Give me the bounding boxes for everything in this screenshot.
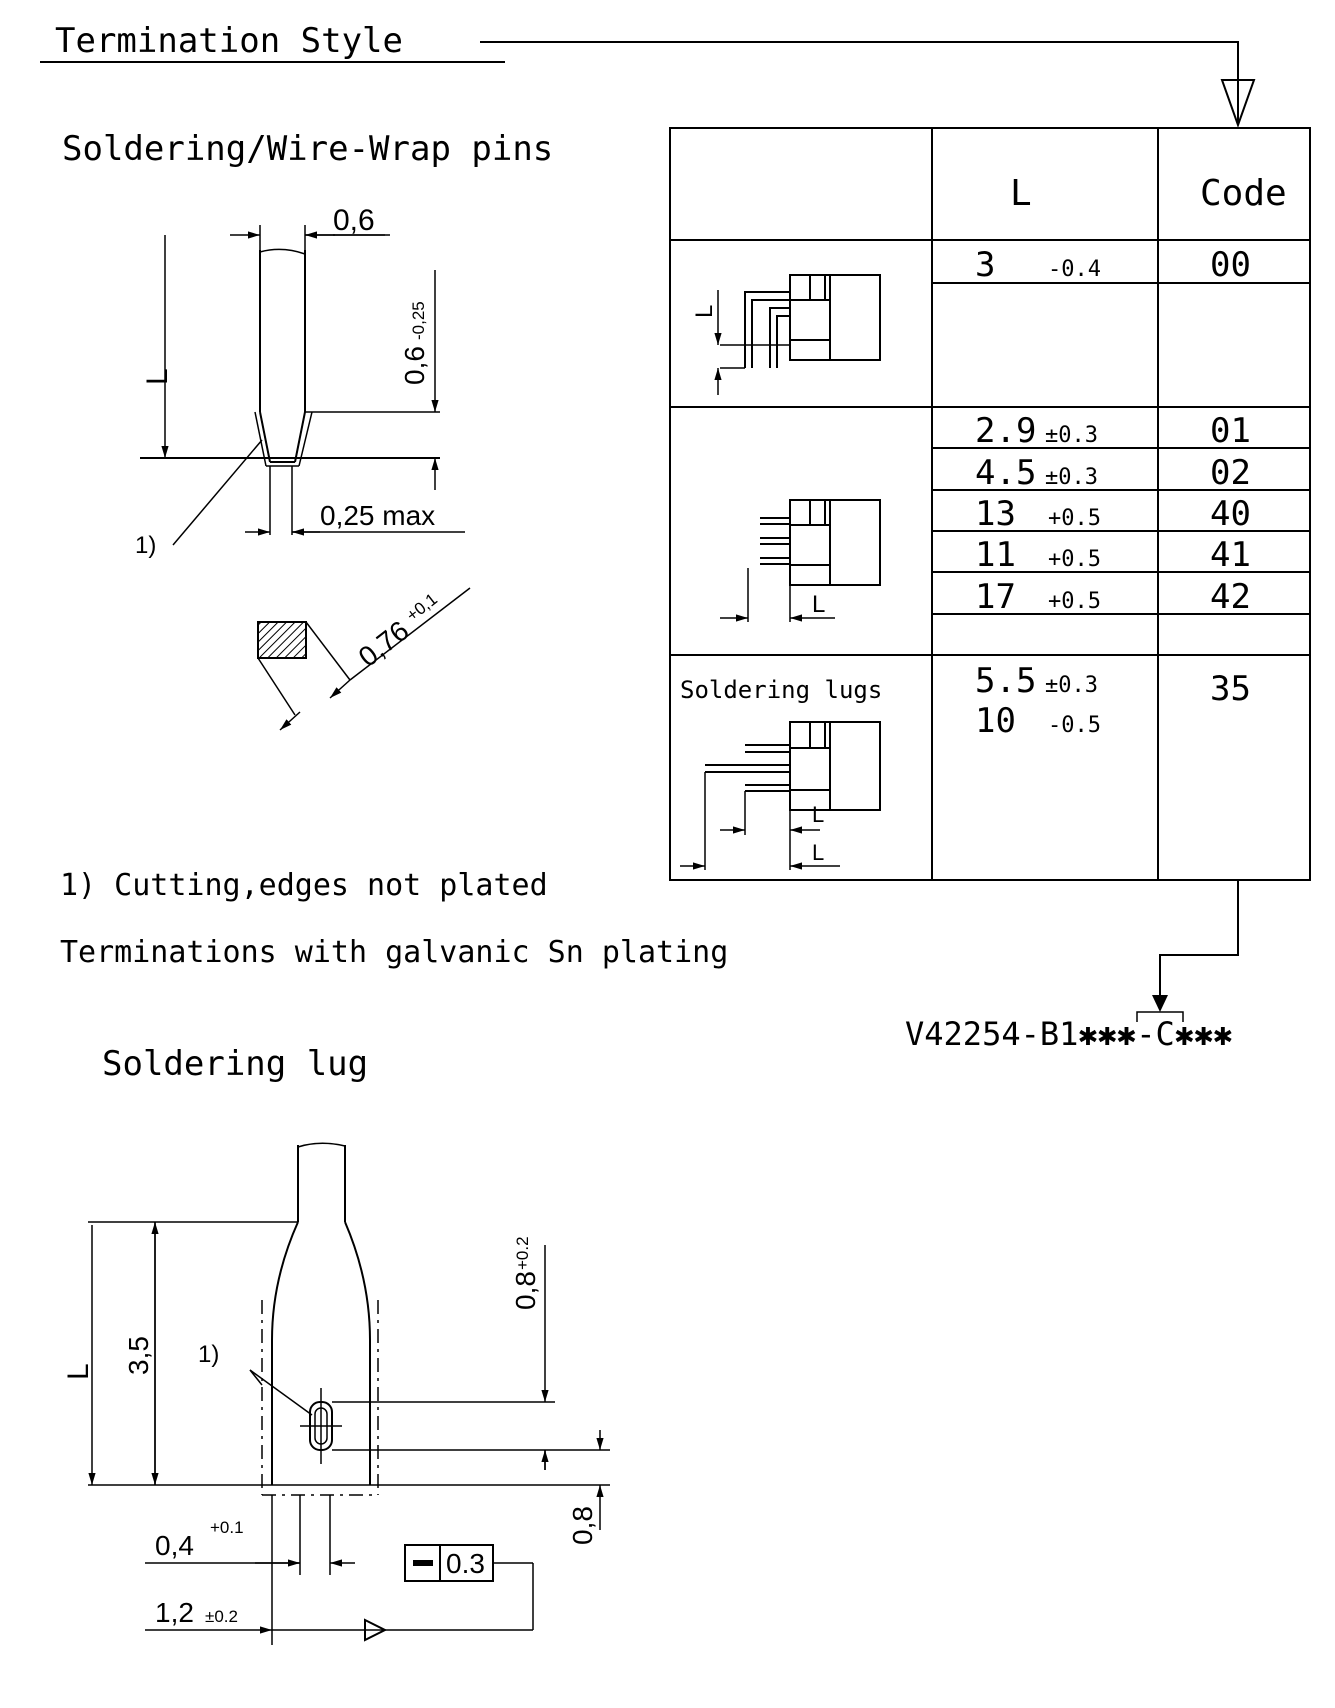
lug-title: Soldering lug [102,1044,368,1084]
pin-note-ref: 1) [135,532,156,559]
row2-l-3: 11 [975,535,1016,575]
row2-code-2: 40 [1210,494,1251,534]
pin-diag-tolerance: +0,1 [403,590,441,626]
lug-bottom-label: 0,8 [567,1506,598,1545]
row2-l-1: 4.5 [975,453,1036,493]
table-header-l: L [1010,173,1032,214]
lug-length-label: L [62,1363,95,1380]
sketch2-l: L [812,591,825,618]
row2-code-0: 01 [1210,411,1251,451]
heading-connector [480,41,1239,80]
sketch-bent-pins [714,274,881,395]
pin-diag-label: 0,76 [353,615,415,673]
row2-tol-4: +0.5 [1048,589,1101,614]
row3-l2: 10 [975,701,1016,741]
code-table [669,127,1311,881]
row3-l1: 5.5 [975,661,1036,701]
note-plating: Terminations with galvanic Sn plating [60,935,728,970]
lug-w2-tolerance: ±0.2 [205,1607,238,1626]
row2-code-3: 41 [1210,535,1251,575]
row2-l-2: 13 [975,494,1016,534]
row2-tol-2: +0.5 [1048,506,1101,531]
part-connector [1159,880,1239,1010]
sketch3-l2: L [812,840,824,865]
lug-w1-label: 0,4 [155,1530,194,1561]
pin-width-label: 0,6 [333,204,375,237]
row2-tol-1: ±0.3 [1045,465,1098,490]
row2-tol-0: ±0.3 [1045,423,1098,448]
row2-tol-3: +0.5 [1048,547,1101,572]
lug-frame-value: 0.3 [446,1548,485,1579]
pin-drawing [140,225,471,731]
pin-tip-label: 0,6 [399,346,430,385]
pin-tip-width-label: 0,25 max [320,500,435,531]
sketch-straight-pins [720,499,881,622]
row3-l2-tol: -0.5 [1048,713,1101,738]
row3-l1-tol: ±0.3 [1045,673,1098,698]
row3-code: 35 [1210,669,1251,709]
pins-title: Soldering/Wire-Wrap pins [62,129,553,169]
row2-code-1: 02 [1210,453,1251,493]
row1-tol: -0.4 [1048,257,1101,282]
part-number: V42254-B1✱✱✱-C✱✱✱ [905,1015,1233,1053]
sketch3-l1: L [812,802,824,827]
pin-length-label: L [141,368,174,385]
sketch-soldering-lugs [680,721,881,870]
lug-w2-label: 1,2 [155,1597,194,1628]
pin-tip-tolerance: -0,25 [409,301,428,340]
lug-w1-tolerance: +0.1 [210,1518,244,1537]
table-header-code: Code [1200,173,1287,214]
row2-values: 2.9 ±0.3 01 4.5 ±0.3 02 13 +0.5 40 11 +0… [975,411,1251,617]
lug-note-ref: 1) [198,1341,219,1368]
row1-l: 3 [975,245,995,285]
row2-l-4: 17 [975,577,1016,617]
lug-drawing [88,1142,610,1645]
section-heading: Termination Style [55,21,403,61]
lug-slot-tolerance: +0.2 [513,1236,532,1270]
sketch1-l: L [691,305,718,318]
row1-code: 00 [1210,245,1251,285]
row3-label: Soldering lugs [680,676,882,704]
row2-l-0: 2.9 [975,411,1036,451]
lug-height-label: 3,5 [123,1336,154,1375]
row2-code-4: 42 [1210,577,1251,617]
lug-slot-label: 0,8 [510,1271,541,1310]
note-cutting: 1) Cutting,edges not plated [60,868,548,903]
